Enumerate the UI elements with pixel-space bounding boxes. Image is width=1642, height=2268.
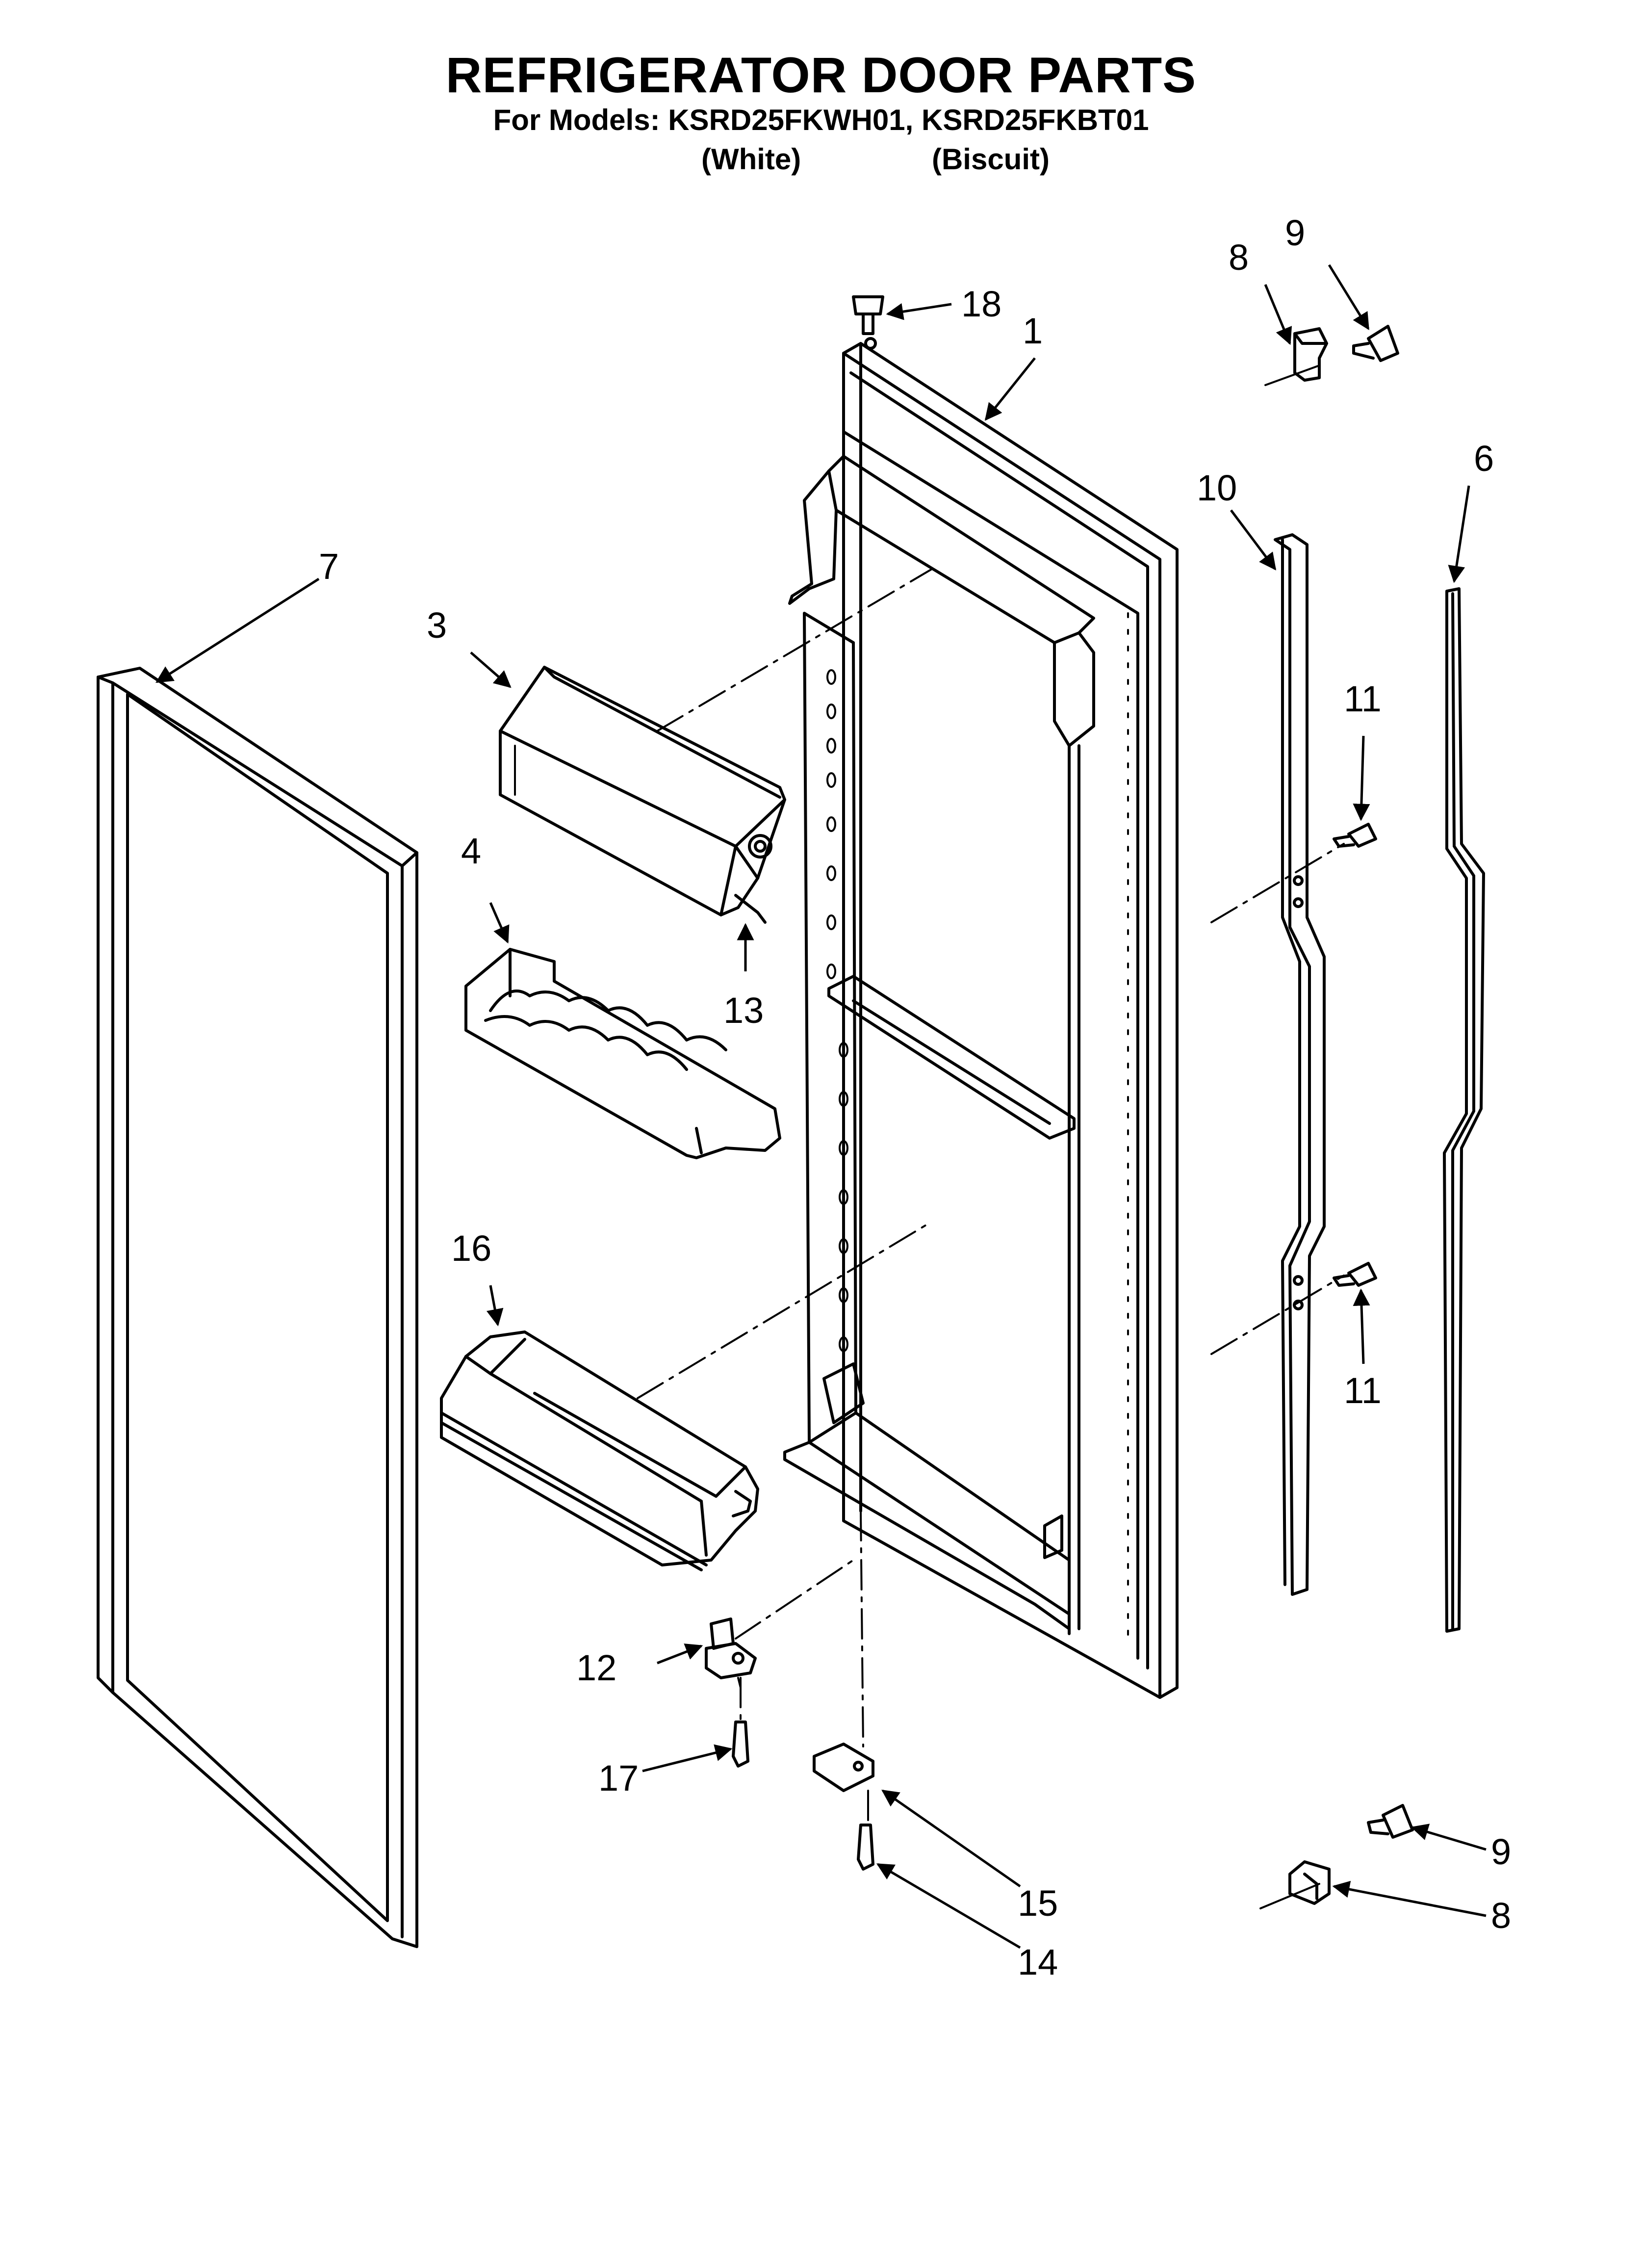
door-liner-part-1 — [783, 337, 1179, 1699]
screw-part-17 — [732, 1721, 749, 1768]
color-label-white: (White) — [701, 143, 801, 176]
screw-part-9-top — [1352, 325, 1399, 362]
screw-part-11-lower — [1333, 1262, 1377, 1287]
callout-1: 1 — [1023, 311, 1043, 351]
callout-11-lower: 11 — [1344, 1370, 1382, 1411]
handle-trim-part-6 — [1443, 587, 1485, 1633]
door-gasket-part-7 — [97, 667, 418, 1948]
callout-9-bottom: 9 — [1491, 1831, 1511, 1872]
color-label-biscuit: (Biscuit) — [932, 143, 1050, 176]
callout-14: 14 — [1018, 1942, 1058, 1982]
alignment-lines — [637, 568, 1345, 1826]
hinge-block-part-8-bottom — [1259, 1860, 1331, 1909]
page-title: REFRIGERATOR DOOR PARTS — [445, 47, 1197, 103]
callout-6: 6 — [1474, 438, 1494, 479]
callout-3: 3 — [427, 605, 447, 646]
hinge-block-part-8-top — [1264, 327, 1328, 386]
callout-13: 13 — [723, 990, 764, 1031]
callout-8-bottom: 8 — [1491, 1895, 1511, 1936]
hinge-shim-part-15 — [813, 1743, 874, 1792]
leader-arrows — [155, 264, 1487, 1949]
plug-part-18 — [852, 295, 884, 335]
screw-part-14 — [857, 1824, 874, 1871]
callout-11-upper: 11 — [1344, 678, 1382, 719]
dairy-compartment-part-3 — [499, 666, 786, 924]
screw-part-11-upper — [1333, 823, 1377, 848]
egg-tray-part-4 — [464, 948, 781, 1159]
screw-part-9-bottom — [1367, 1804, 1414, 1839]
callout-12: 12 — [576, 1647, 616, 1688]
callout-18: 18 — [961, 284, 1001, 324]
handle-bar-part-10 — [1274, 533, 1326, 1596]
callout-15: 15 — [1018, 1883, 1058, 1924]
callout-labels: 18 1 7 3 4 13 16 10 6 8 9 11 11 12 17 15… — [319, 212, 1511, 1982]
callout-8-top: 8 — [1229, 237, 1249, 278]
callout-7: 7 — [319, 546, 339, 587]
callout-10: 10 — [1197, 468, 1237, 508]
callout-9-top: 9 — [1285, 212, 1305, 253]
callout-17: 17 — [598, 1758, 639, 1799]
door-bin-part-16 — [440, 1330, 759, 1571]
callout-4: 4 — [461, 831, 481, 871]
models-line: For Models: KSRD25FKWH01, KSRD25FKBT01 — [493, 104, 1149, 136]
hinge-pin-part-12 — [705, 1617, 757, 1679]
callout-16: 16 — [451, 1228, 491, 1269]
